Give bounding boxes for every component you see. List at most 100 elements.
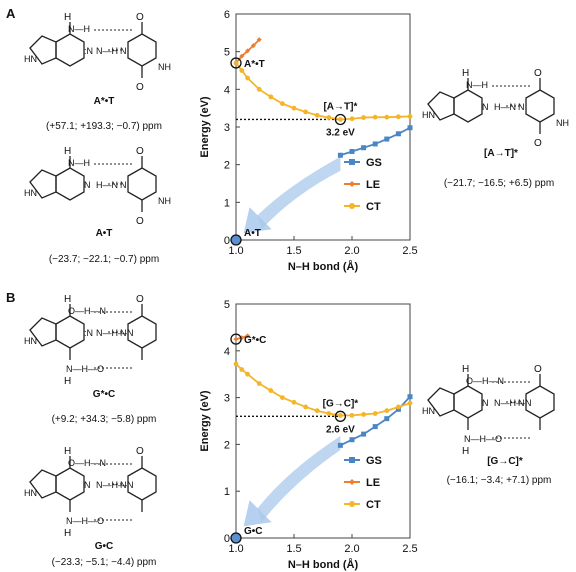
data-point-gs: [337, 442, 343, 448]
annotation-marker: [230, 333, 242, 345]
annotation-label: [A→T]*: [323, 101, 357, 112]
y-tick-label: 5: [224, 299, 230, 311]
x-axis-label: N–H bond (Å): [288, 558, 359, 571]
data-point-ct: [372, 114, 378, 120]
shifts-a-t: (−23.7; −22.1; −0.7) ppm: [48, 254, 160, 265]
atom-label: N: [518, 102, 525, 112]
annotation-label: A*•T: [244, 59, 265, 70]
atom-label: HN: [24, 336, 37, 346]
data-point-ct: [256, 381, 262, 386]
atom-label: N: [482, 398, 489, 408]
y-tick-label: 3: [224, 393, 230, 405]
data-point-le: [239, 53, 245, 59]
atom-label: :N: [84, 328, 93, 338]
annotation-marker: [230, 532, 242, 544]
pyrimidine-ring-right: [127, 33, 157, 67]
data-point-ct: [349, 412, 355, 418]
data-point-ct: [407, 400, 413, 406]
data-point-gs: [384, 416, 390, 422]
atom-label: H: [462, 446, 469, 457]
y-tick-label: 1: [224, 197, 230, 209]
y-tick-label: 3: [224, 122, 230, 134]
data-point-gs: [361, 145, 367, 151]
x-tick-label: 2.0: [344, 543, 359, 555]
label-a-t-ct: [A→T]*: [484, 148, 518, 159]
data-point-ct: [314, 112, 320, 118]
atom-label: H: [462, 68, 469, 79]
data-point-ct: [314, 408, 320, 414]
atom-label: NH: [158, 62, 171, 72]
atom-label: H: [462, 364, 469, 375]
bonds: [29, 456, 157, 512]
y-tick-label: 0: [224, 235, 230, 247]
data-point-ct: [280, 395, 285, 400]
label-g-c-ct: [G→C]*: [487, 456, 523, 467]
data-point-ct: [291, 105, 297, 111]
atom-label: N: [120, 180, 127, 190]
legend-marker: [349, 479, 355, 485]
atom-label: N—H—O: [66, 364, 104, 374]
data-point-le: [233, 336, 239, 342]
atom-label: O—H—N: [68, 458, 106, 468]
data-point-ct: [326, 411, 332, 416]
data-point-ct: [396, 114, 401, 120]
hydrogen-bonds: [492, 85, 532, 107]
y-tick-label: 4: [224, 346, 230, 358]
relaxation-arrow-head: [243, 207, 272, 234]
atom-label: N—H: [466, 80, 488, 90]
shifts-a-star-t: (+57.1; +193.3; −0.7) ppm: [46, 121, 162, 132]
atom-label: H: [64, 528, 71, 539]
atom-label: NH: [556, 118, 569, 128]
pyrimidine-ring-left: [55, 167, 85, 201]
atom-label: HN: [24, 488, 37, 498]
atom-label: O: [136, 82, 144, 93]
data-point-ct: [326, 115, 332, 120]
label-a-t: A•T: [95, 228, 113, 239]
atom-label: HN: [422, 406, 435, 416]
data-point-le: [256, 37, 262, 43]
data-point-ct: [268, 388, 274, 393]
data-point-gs: [349, 148, 355, 154]
pyrimidine-ring-left: [55, 467, 85, 501]
atom-label: N—H—O: [66, 516, 104, 526]
data-point-gs: [372, 141, 378, 147]
x-axis-label: N–H bond (Å): [288, 260, 359, 273]
y-tick-label: 2: [224, 439, 230, 451]
annotation-marker: [334, 113, 347, 126]
panel-letter-b: B: [6, 290, 16, 305]
atom-label: H: [64, 376, 71, 387]
data-point-ct: [384, 114, 390, 120]
data-point-gs: [349, 437, 355, 443]
data-point-ct: [245, 75, 250, 81]
data-point-gs: [384, 136, 390, 142]
x-tick-label: 1.0: [228, 543, 243, 555]
pyrimidine-ring-left: [453, 385, 483, 419]
x-tick-label: 2.0: [344, 245, 359, 257]
atom-label: N: [84, 480, 91, 490]
data-point-ct: [239, 68, 245, 73]
data-point-ct: [338, 412, 343, 418]
legend-label-le: LE: [366, 477, 380, 489]
pyrimidine-ring-left: [55, 315, 85, 349]
data-point-gs: [337, 152, 343, 158]
relaxation-arrow-body: [257, 436, 341, 523]
pyrimidine-ring-right: [525, 89, 555, 123]
legend-marker: [349, 501, 355, 507]
annotation-marker: [334, 410, 347, 422]
atom-label: H—N: [96, 180, 118, 190]
data-point-le: [250, 43, 256, 49]
atom-label: HN: [422, 110, 435, 120]
x-tick-label: 1.0: [228, 245, 243, 257]
legend-marker: [349, 457, 355, 463]
x-tick-label: 2.5: [402, 543, 417, 555]
atom-label: N—H—N: [494, 398, 532, 408]
atom-label: HN: [24, 188, 37, 198]
data-point-gs: [361, 431, 367, 437]
data-point-ct: [384, 408, 390, 414]
